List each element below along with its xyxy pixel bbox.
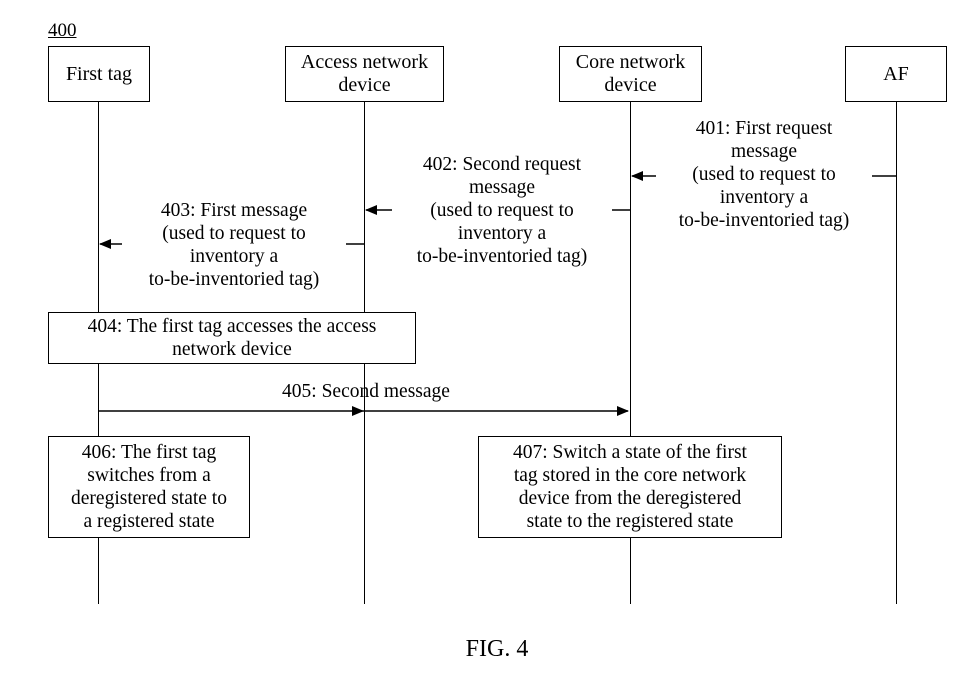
s407-line-3: device from the deregistered	[513, 487, 747, 510]
s406-line-1: 406: The first tag	[71, 441, 227, 464]
arrow-405-mid-head	[352, 406, 364, 416]
s407-line-1: 407: Switch a state of the first	[513, 441, 747, 464]
actor-access-line-2: device	[301, 74, 428, 97]
actor-core-network-device: Core network device	[559, 46, 702, 102]
s406-line-2: switches from a	[71, 464, 227, 487]
m401-line-1: 401: First request	[656, 117, 872, 140]
s406-line-4: a registered state	[71, 510, 227, 533]
m401-line-3: (used to request to	[656, 163, 872, 186]
s406-line-3: deregistered state to	[71, 487, 227, 510]
m403-line-2: (used to request to	[122, 222, 346, 245]
message-403-label: 403: First message (used to request to i…	[122, 199, 346, 291]
actor-af: AF	[845, 46, 947, 102]
step-404-box: 404: The first tag accesses the access n…	[48, 312, 416, 364]
m405-line-1: 405: Second message	[230, 380, 502, 403]
message-405-label: 405: Second message	[230, 380, 502, 403]
m402-line-3: (used to request to	[392, 199, 612, 222]
s404-line-1: 404: The first tag accesses the access	[88, 315, 377, 338]
step-406-box: 406: The first tag switches from a dereg…	[48, 436, 250, 538]
m401-line-5: to-be-inventoried tag)	[656, 209, 872, 232]
actor-access-network-device: Access network device	[285, 46, 444, 102]
m402-line-1: 402: Second request	[392, 153, 612, 176]
actor-first-tag-label: First tag	[66, 63, 132, 85]
m402-line-2: message	[392, 176, 612, 199]
s407-line-4: state to the registered state	[513, 510, 747, 533]
message-402-label: 402: Second request message (used to req…	[392, 153, 612, 268]
actor-first-tag: First tag	[48, 46, 150, 102]
actor-core-line-2: device	[576, 74, 685, 97]
actor-core-line-1: Core network	[576, 51, 685, 74]
message-401-label: 401: First request message (used to requ…	[656, 117, 872, 232]
m402-line-4: inventory a	[392, 222, 612, 245]
actor-access-line-1: Access network	[301, 51, 428, 74]
step-407-box: 407: Switch a state of the first tag sto…	[478, 436, 782, 538]
s407-line-2: tag stored in the core network	[513, 464, 747, 487]
m401-line-2: message	[656, 140, 872, 163]
m403-line-3: inventory a	[122, 245, 346, 268]
figure-caption: FIG. 4	[0, 636, 961, 663]
s404-line-2: network device	[88, 338, 377, 361]
m402-line-5: to-be-inventoried tag)	[392, 245, 612, 268]
m401-line-4: inventory a	[656, 186, 872, 209]
m403-line-1: 403: First message	[122, 199, 346, 222]
m403-line-4: to-be-inventoried tag)	[122, 268, 346, 291]
actor-af-label: AF	[883, 63, 909, 85]
